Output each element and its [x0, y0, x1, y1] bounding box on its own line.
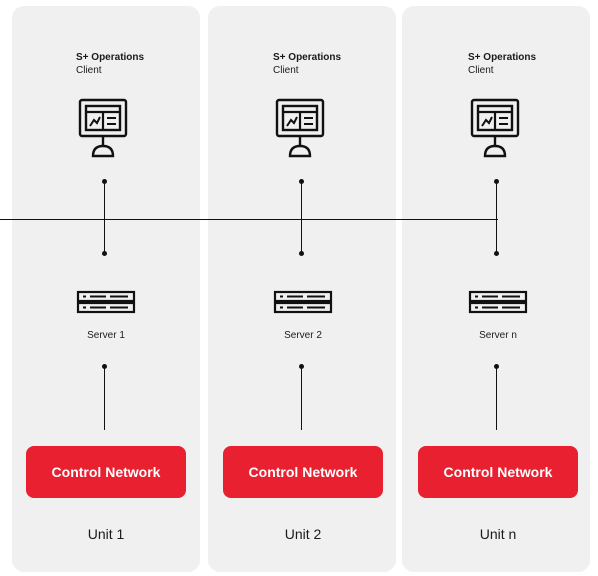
network-link-line [496, 366, 497, 430]
server-rack-icon [468, 290, 528, 314]
server-label: Server n [479, 330, 517, 341]
connector-dot [102, 251, 107, 256]
control-network-box: Control Network [26, 446, 186, 498]
client-subtitle: Client [468, 65, 494, 76]
control-network-box: Control Network [223, 446, 383, 498]
client-link-line [496, 181, 497, 253]
network-link-line [301, 366, 302, 430]
monitor-trend-icon [275, 98, 325, 158]
control-network-box: Control Network [418, 446, 578, 498]
client-title: S+ Operations [273, 52, 342, 63]
shared-network-line [0, 219, 498, 220]
client-title: S+ Operations [468, 52, 537, 63]
unit-label: Unit n [479, 526, 517, 542]
connector-dot [299, 251, 304, 256]
network-link-line [104, 366, 105, 430]
server-rack-icon [273, 290, 333, 314]
client-link-line [104, 181, 105, 253]
client-title: S+ Operations [76, 52, 145, 63]
client-subtitle: Client [273, 65, 299, 76]
client-subtitle: Client [76, 65, 102, 76]
unit-label: Unit 2 [284, 526, 322, 542]
unit-label: Unit 1 [87, 526, 125, 542]
monitor-trend-icon [470, 98, 520, 158]
server-label: Server 2 [284, 330, 322, 341]
server-label: Server 1 [87, 330, 125, 341]
server-rack-icon [76, 290, 136, 314]
monitor-trend-icon [78, 98, 128, 158]
connector-dot [494, 251, 499, 256]
client-link-line [301, 181, 302, 253]
